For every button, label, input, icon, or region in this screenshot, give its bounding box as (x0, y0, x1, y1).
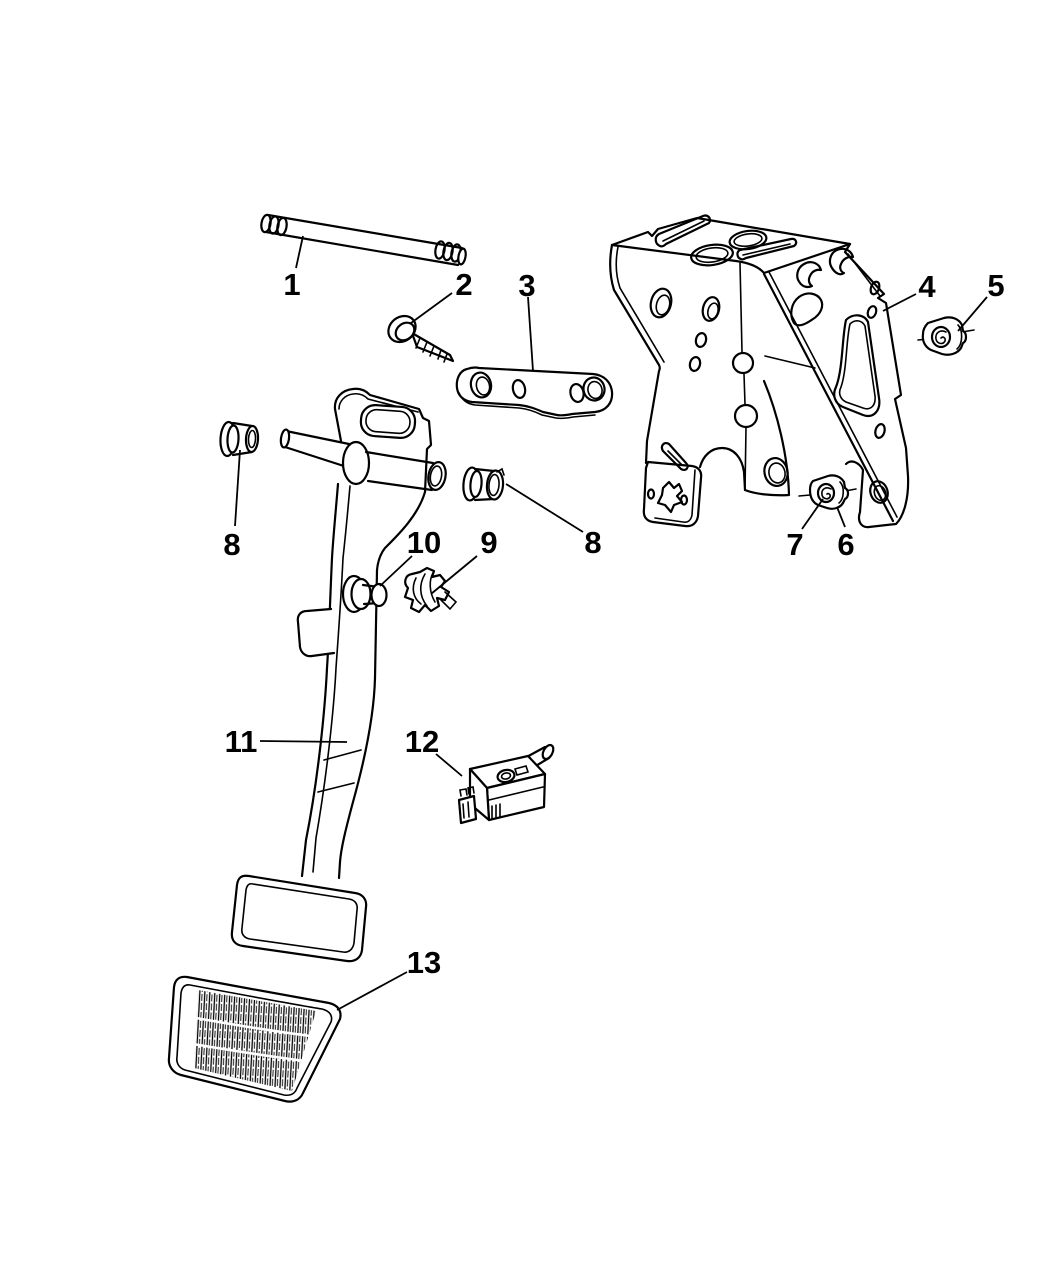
pedal-pad-rib-texture (194, 990, 316, 1091)
callout-leader-3-2 (527, 296, 534, 372)
callout-label-7-9: 7 (786, 527, 803, 562)
callout-label-13-13: 13 (407, 945, 441, 980)
part-8-bushing-right (462, 466, 505, 502)
part-2-screw (387, 314, 455, 363)
callout-label-6-10: 6 (837, 527, 854, 562)
part-13-pedal-pad (167, 975, 342, 1103)
callout-label-4-3: 4 (918, 269, 936, 304)
part-11-pedal-arm (279, 387, 447, 880)
callout-label-9-7: 9 (480, 525, 497, 560)
callout-leader-5-4 (957, 296, 988, 332)
pedal-foot-plate (230, 874, 368, 963)
callout-label-8-5: 8 (223, 527, 240, 562)
callout-leader-2-1 (410, 292, 453, 324)
callout-leader-6-10 (836, 506, 846, 528)
callout-label-12-12: 12 (405, 724, 439, 759)
callout-label-8-8: 8 (584, 525, 601, 560)
callout-label-3-2: 3 (518, 268, 535, 303)
callout-label-5-4: 5 (987, 268, 1004, 303)
callout-leader-9-7 (430, 555, 478, 595)
part-3-bracket-plate (455, 366, 614, 420)
part-8-bushing-left (219, 420, 260, 458)
callout-leader-13-13 (336, 971, 408, 1011)
callout-label-11-11: 11 (225, 724, 258, 759)
callout-label-2-1: 2 (455, 267, 472, 302)
callout-leader-4-3 (882, 293, 917, 312)
part-12-switch (457, 743, 555, 825)
callout-leader-8-5 (234, 449, 241, 527)
callout-leader-10-6 (379, 555, 413, 587)
callout-leader-11-11 (259, 740, 348, 743)
part-9-retainer-clip (403, 566, 458, 614)
part-5-lock-nut (917, 316, 975, 356)
callout-leader-8-8 (505, 483, 584, 533)
part-4-mounting-bracket (609, 214, 910, 529)
part-6-7-lock-nut (798, 474, 857, 510)
callout-leader-1-0 (295, 235, 304, 269)
part-10-pivot-stub (341, 574, 388, 614)
part-1-pivot-rod (260, 213, 467, 267)
callout-leader-12-12 (435, 753, 463, 777)
callout-label-10-6: 10 (407, 525, 441, 560)
callout-label-1-0: 1 (283, 267, 300, 302)
callout-leader-7-9 (801, 498, 824, 530)
